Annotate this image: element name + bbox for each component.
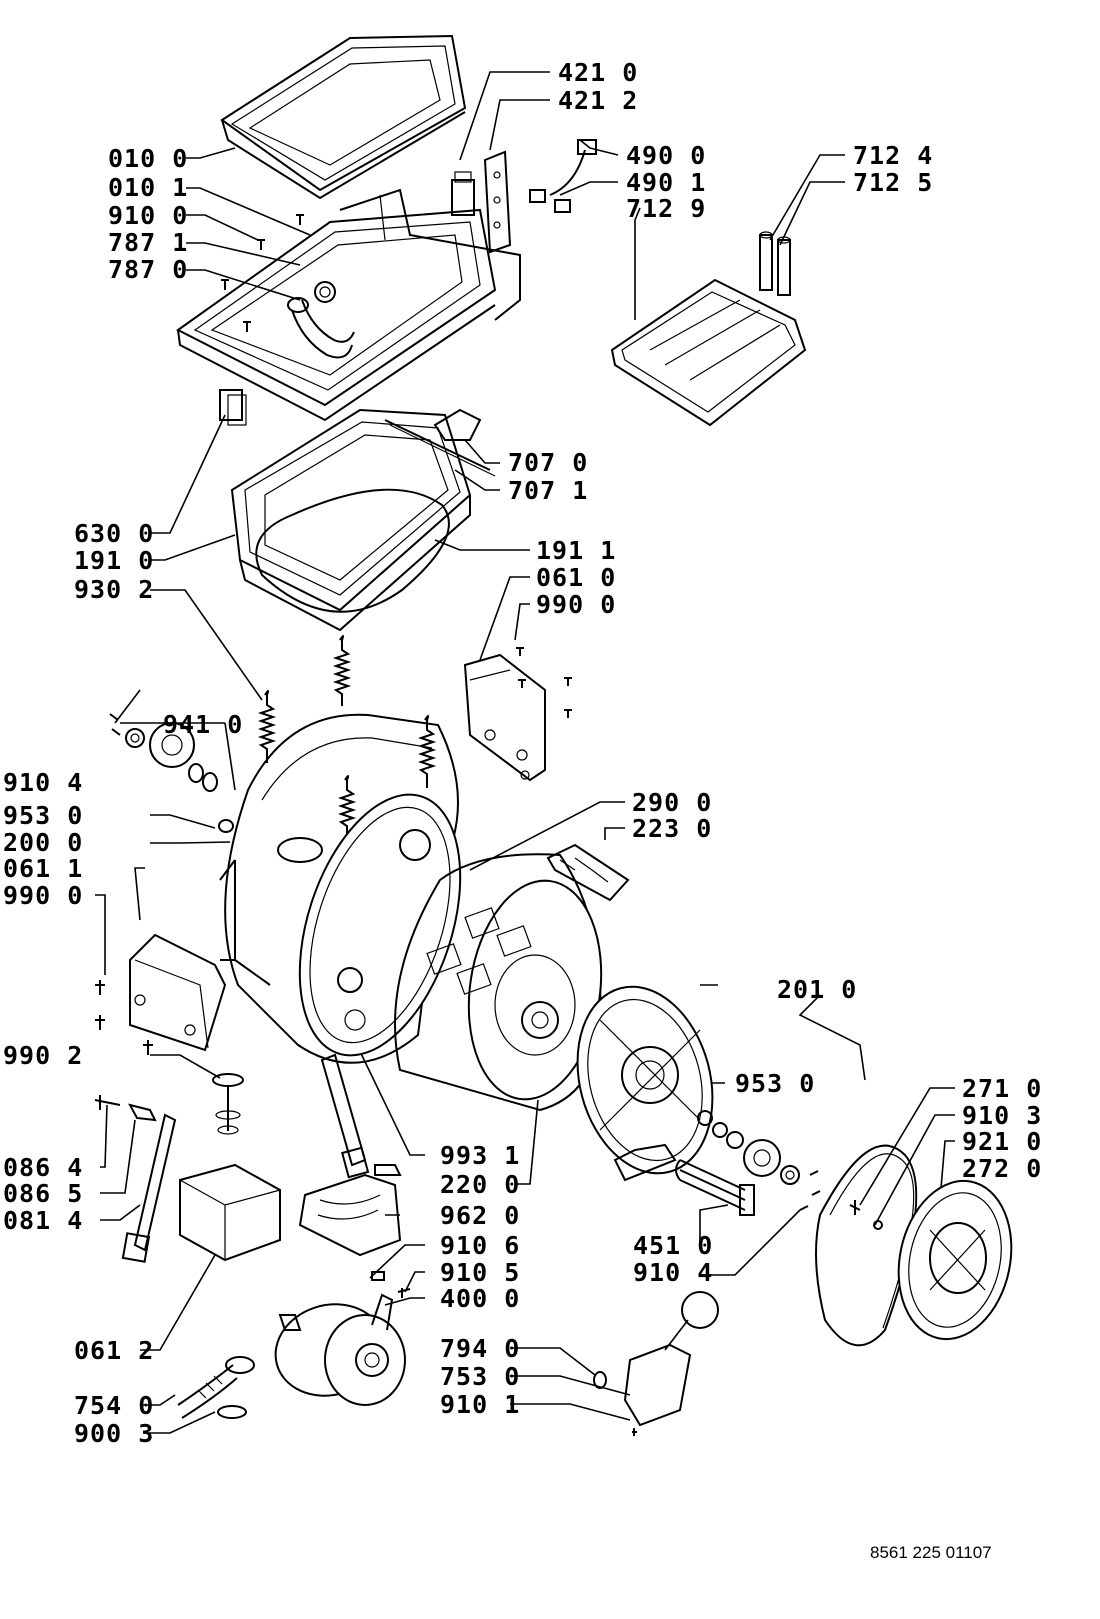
- label-191-1: 191 1: [536, 536, 617, 565]
- label-712-4: 712 4: [853, 141, 934, 170]
- label-953-0-left: 953 0: [3, 801, 84, 830]
- tub-front-half: [576, 985, 714, 1182]
- drain-hose: [177, 1356, 255, 1419]
- bearing-assembly-left: [109, 713, 234, 833]
- label-201-0: 201 0: [777, 975, 858, 1004]
- label-962-0: 962 0: [440, 1201, 521, 1230]
- label-707-1: 707 1: [508, 476, 589, 505]
- label-451-0: 451 0: [633, 1231, 714, 1260]
- label-421-2: 421 2: [558, 86, 639, 115]
- part-630: [219, 389, 247, 426]
- label-223-0: 223 0: [632, 814, 713, 843]
- label-421-0: 421 0: [558, 58, 639, 87]
- label-630-0: 630 0: [74, 519, 155, 548]
- label-400-0: 400 0: [440, 1284, 521, 1313]
- label-753-0: 753 0: [440, 1362, 521, 1391]
- label-990-0-upper: 990 0: [536, 590, 617, 619]
- screws-top: [221, 214, 304, 332]
- worktop-frame: [176, 188, 521, 422]
- label-712-9: 712 9: [626, 194, 707, 223]
- label-061-1: 061 1: [3, 854, 84, 883]
- shock-absorber-center: [320, 1053, 402, 1179]
- motor: [274, 1293, 406, 1406]
- label-910-4-right: 910 4: [633, 1258, 714, 1287]
- label-910-5: 910 5: [440, 1258, 521, 1287]
- tub-cover: [230, 408, 472, 632]
- suspension-springs: [257, 635, 437, 836]
- counterweight-upper: [463, 647, 572, 782]
- label-754-0: 754 0: [74, 1391, 155, 1420]
- label-990-2: 990 2: [3, 1041, 84, 1070]
- label-794-0: 794 0: [440, 1334, 521, 1363]
- label-930-2: 930 2: [74, 575, 155, 604]
- drain-pump: [593, 1291, 719, 1436]
- label-910-0: 910 0: [108, 201, 189, 230]
- label-941-0: 941 0: [163, 710, 244, 739]
- leader-lines: [95, 71, 955, 1434]
- counterweight-lower: [95, 933, 227, 1055]
- label-272-0: 272 0: [962, 1154, 1043, 1183]
- label-712-5: 712 5: [853, 168, 934, 197]
- label-010-0: 010 0: [108, 144, 189, 173]
- label-900-3: 900 3: [74, 1419, 155, 1448]
- label-953-0-right: 953 0: [735, 1069, 816, 1098]
- label-191-0: 191 0: [74, 546, 155, 575]
- adjustable-foot: [212, 1073, 244, 1135]
- document-reference-number: 8561 225 01107: [870, 1543, 992, 1562]
- label-086-4: 086 4: [3, 1153, 84, 1182]
- label-910-6: 910 6: [440, 1231, 521, 1260]
- label-010-1: 010 1: [108, 173, 189, 202]
- label-707-0: 707 0: [508, 448, 589, 477]
- label-061-2: 061 2: [74, 1336, 155, 1365]
- outer-tub-front: [298, 793, 462, 1057]
- label-081-4: 081 4: [3, 1206, 84, 1235]
- part-962: [298, 1173, 402, 1257]
- label-061-0: 061 0: [536, 563, 617, 592]
- label-787-1: 787 1: [108, 228, 189, 257]
- detergent-drawer: [610, 231, 807, 427]
- label-271-0: 271 0: [962, 1074, 1043, 1103]
- label-910-3: 910 3: [962, 1101, 1043, 1130]
- label-787-0: 787 0: [108, 255, 189, 284]
- part-223: [546, 843, 630, 902]
- label-220-0: 220 0: [440, 1170, 521, 1199]
- label-200-0: 200 0: [3, 828, 84, 857]
- top-lid-frame: [220, 34, 467, 200]
- label-993-1: 993 1: [440, 1141, 521, 1170]
- outer-tub-rear: [219, 713, 459, 1064]
- motor-fasteners: [371, 1271, 411, 1298]
- label-490-1: 490 1: [626, 168, 707, 197]
- pressure-switch: [384, 408, 496, 477]
- base-weight: [179, 1163, 281, 1262]
- heating-element: [675, 1159, 755, 1216]
- label-290-0: 290 0: [632, 788, 713, 817]
- label-910-1: 910 1: [440, 1390, 521, 1419]
- label-921-0: 921 0: [962, 1127, 1043, 1156]
- label-910-4-left: 910 4: [3, 768, 84, 797]
- mains-cable: [529, 139, 597, 213]
- label-086-5: 086 5: [3, 1179, 84, 1208]
- label-990-0-lower: 990 0: [3, 881, 84, 910]
- bearing-assembly-right: [697, 1110, 821, 1211]
- shock-absorber-left: [94, 1095, 177, 1263]
- label-490-0: 490 0: [626, 141, 707, 170]
- door: [897, 1179, 1013, 1341]
- interference-filter: [451, 150, 512, 254]
